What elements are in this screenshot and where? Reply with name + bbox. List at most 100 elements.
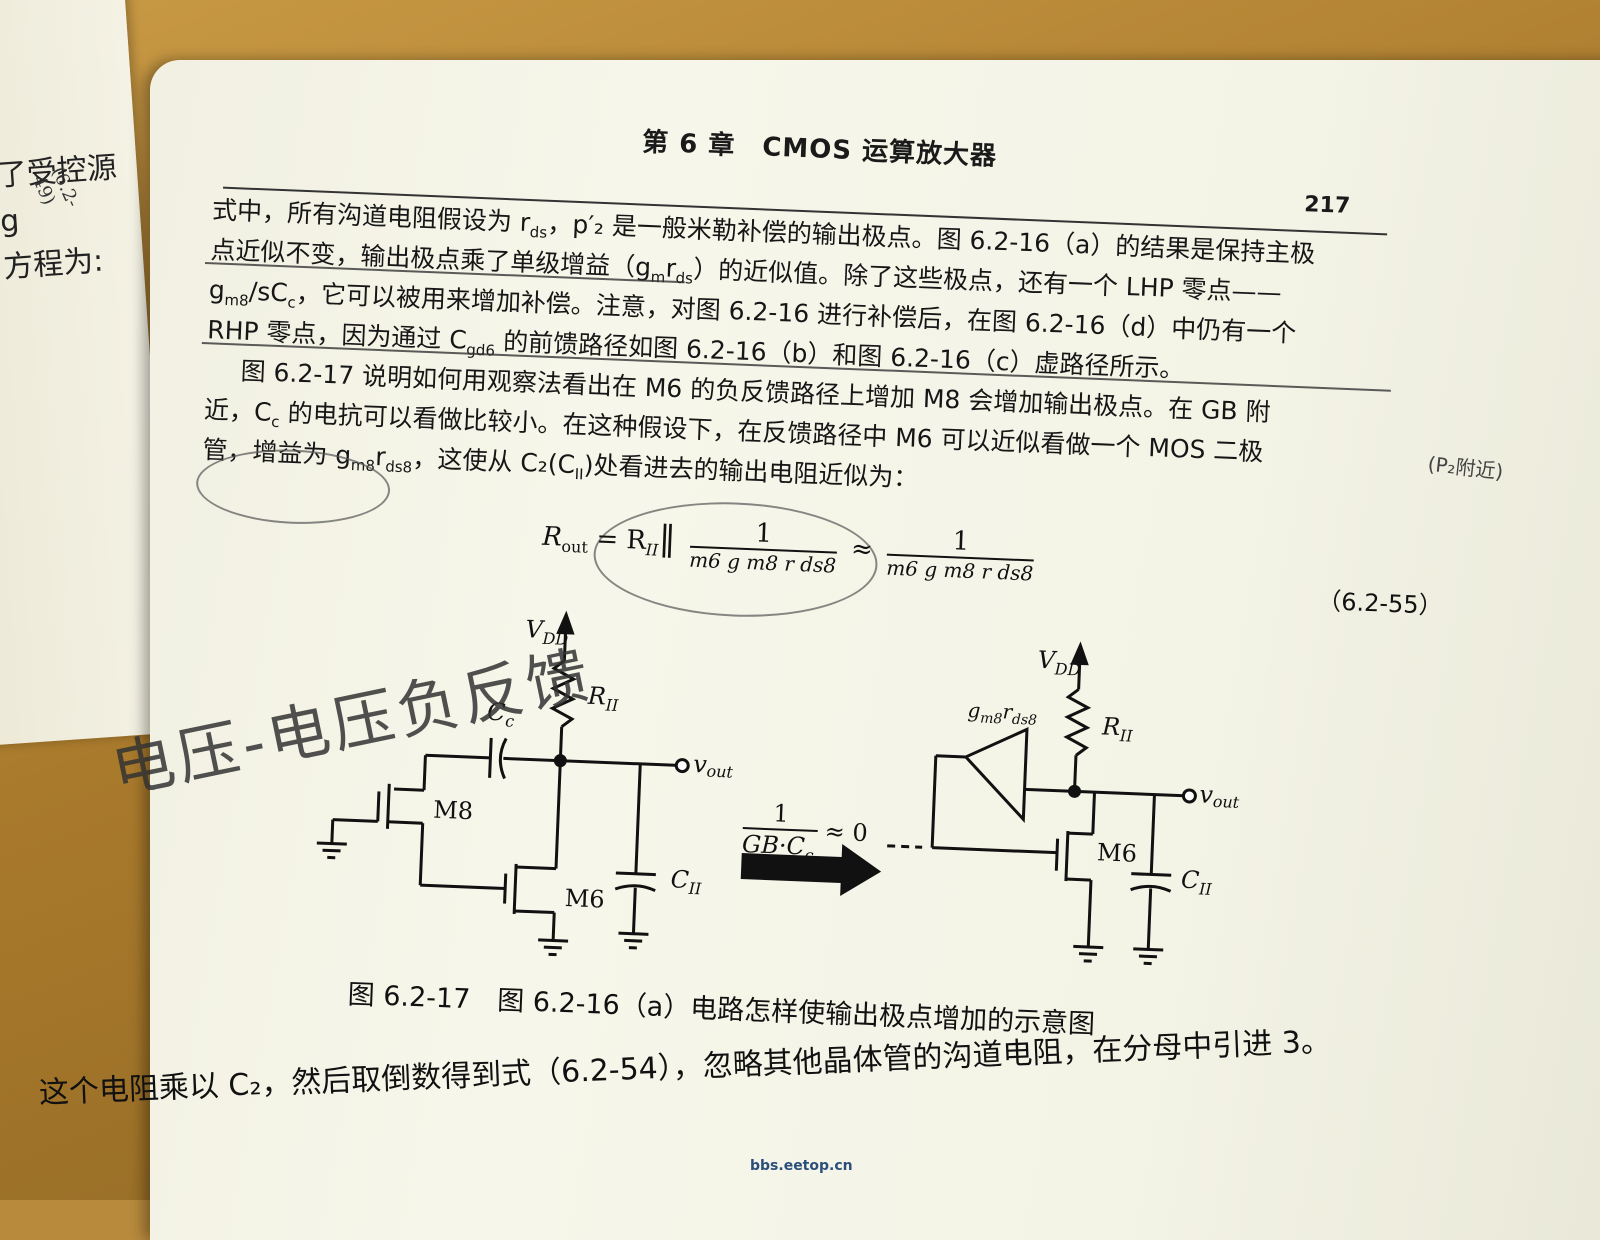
m6-gate bbox=[505, 874, 506, 904]
wire bbox=[503, 758, 675, 765]
eq-approx: ≈ bbox=[850, 534, 873, 565]
arrow-den-text: GB·C bbox=[742, 830, 806, 860]
eq-frac-2-den: m6 g m8 r ds8 bbox=[886, 556, 1034, 586]
dashed-link bbox=[887, 846, 922, 847]
wire bbox=[420, 823, 422, 885]
label-cii-left: CII bbox=[670, 865, 703, 898]
subscript: m bbox=[650, 268, 665, 287]
c-text: C bbox=[1180, 866, 1199, 895]
page-number: 217 bbox=[1304, 192, 1351, 219]
text: 近，C bbox=[204, 395, 273, 427]
gnd bbox=[538, 940, 568, 941]
gain-sub: ds8 bbox=[1012, 712, 1038, 729]
gnd bbox=[1139, 956, 1157, 957]
text: g bbox=[208, 275, 225, 305]
eq-lhs-sub: out bbox=[561, 537, 588, 557]
label-m8: M8 bbox=[433, 796, 474, 826]
equation-number: （6.2-55） bbox=[1317, 581, 1444, 621]
wire bbox=[420, 885, 505, 888]
wire bbox=[1151, 795, 1154, 875]
gnd bbox=[1079, 954, 1097, 955]
label-vout-right: vout bbox=[1199, 780, 1241, 812]
label-cii-right: CII bbox=[1180, 866, 1213, 899]
label-vdd-right: VDD bbox=[1037, 646, 1081, 680]
vdd-sub: DD bbox=[1053, 659, 1081, 679]
label-m6-right: M6 bbox=[1097, 838, 1138, 868]
eq-frac-2: 1 m6 g m8 r ds8 bbox=[886, 524, 1035, 586]
r-sub: II bbox=[604, 695, 619, 715]
wire bbox=[932, 756, 936, 848]
gnd bbox=[323, 850, 341, 851]
subscript: ds bbox=[675, 269, 693, 288]
cc-plate-1 bbox=[490, 738, 492, 778]
gnd bbox=[1073, 946, 1103, 947]
subscript: II bbox=[574, 465, 584, 483]
wire bbox=[1093, 792, 1095, 834]
gain-text: g bbox=[967, 698, 981, 722]
vout-sub: out bbox=[706, 762, 734, 782]
wire bbox=[425, 755, 490, 758]
text: 式中，所有沟道电阻假设为 r bbox=[212, 195, 531, 237]
chapter-header: 第 6 章 CMOS 运算放大器 bbox=[642, 121, 998, 172]
text: /sC bbox=[248, 277, 288, 308]
m6r-drain bbox=[1068, 833, 1093, 834]
eq-frac-1: 1 m6 g m8 r ds8 bbox=[689, 516, 838, 578]
m6r-channel bbox=[1066, 831, 1068, 881]
wire bbox=[556, 761, 560, 869]
subscript: m8 bbox=[224, 291, 249, 310]
m8-gate-wire bbox=[333, 820, 378, 822]
c-sub: II bbox=[1198, 879, 1213, 899]
c-text: C bbox=[670, 865, 689, 894]
text: )处看进去的输出电阻近似为： bbox=[583, 450, 919, 492]
wire bbox=[1025, 789, 1185, 795]
m8-gate bbox=[378, 791, 379, 821]
subscript: ds bbox=[529, 223, 547, 242]
arrow-den-sub: c bbox=[804, 846, 814, 865]
m6-source bbox=[514, 911, 554, 913]
amp-triangle bbox=[963, 727, 1027, 819]
r-text: R bbox=[1101, 712, 1121, 741]
m6r-gate bbox=[1056, 839, 1057, 871]
c-sub: II bbox=[687, 879, 702, 899]
m8-drain bbox=[394, 789, 424, 790]
m6r-gate-wire bbox=[932, 848, 1057, 853]
vout-terminal-right bbox=[1183, 790, 1195, 802]
gnd bbox=[544, 947, 562, 948]
wire bbox=[1088, 880, 1091, 947]
arrow-num: 1 bbox=[773, 799, 789, 828]
wire bbox=[332, 820, 333, 844]
margin-note: (P₂附近) bbox=[1427, 448, 1505, 485]
gnd bbox=[1133, 949, 1163, 950]
gnd bbox=[317, 843, 347, 844]
wire bbox=[424, 755, 425, 790]
gnd bbox=[618, 933, 648, 934]
resistor-rii-right bbox=[1066, 689, 1089, 756]
subscript: ds8 bbox=[385, 457, 413, 476]
m8-source bbox=[388, 822, 423, 823]
m6r-source bbox=[1066, 879, 1091, 880]
gain-sub: m8 bbox=[980, 710, 1003, 727]
label-vout-left: vout bbox=[693, 750, 735, 782]
eq-parallel: ‖ bbox=[658, 518, 677, 559]
vout-sub: out bbox=[1212, 792, 1240, 812]
eq-lhs: R bbox=[542, 522, 563, 553]
vout-terminal-left bbox=[676, 759, 688, 771]
arrow-approx: ≈ 0 bbox=[824, 817, 868, 847]
label-gain: gm8rds8 bbox=[967, 698, 1038, 729]
m6-drain bbox=[516, 867, 556, 869]
subscript: gd6 bbox=[466, 341, 495, 360]
text: ，这使从 C₂(C bbox=[412, 444, 576, 480]
label-m6-left: M6 bbox=[564, 884, 605, 914]
wire bbox=[553, 913, 554, 941]
r-sub: II bbox=[1118, 726, 1133, 746]
gnd bbox=[624, 940, 642, 941]
cii-plate-1 bbox=[616, 873, 656, 875]
wire bbox=[1148, 888, 1150, 949]
cii-plate-right-1 bbox=[1131, 874, 1171, 876]
right-circuit bbox=[928, 640, 1201, 965]
eq-rhs: = R bbox=[588, 524, 647, 556]
label-rii-right: RII bbox=[1100, 712, 1134, 745]
wire bbox=[633, 888, 635, 934]
wire bbox=[936, 756, 966, 757]
wire bbox=[636, 764, 640, 874]
